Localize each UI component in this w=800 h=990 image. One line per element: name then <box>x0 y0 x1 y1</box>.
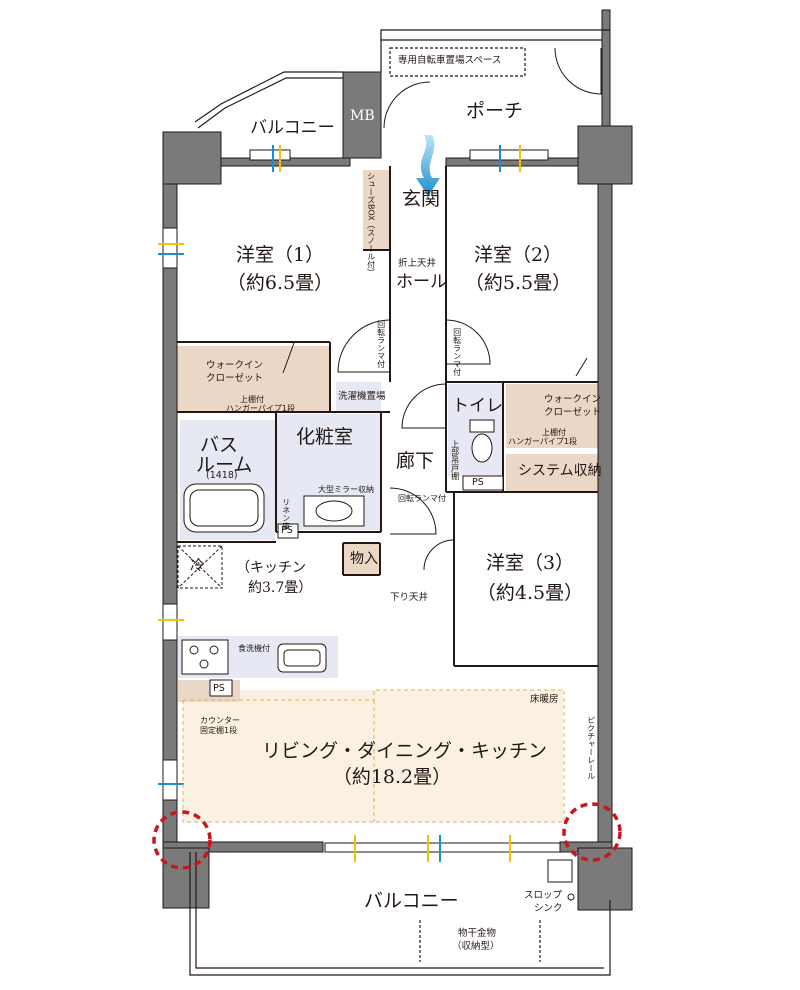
bedroom1-size: （約6.5畳） <box>226 272 334 294</box>
slop-sink-icon <box>547 859 575 901</box>
washer-area <box>336 382 381 412</box>
system-storage-label: システム収納 <box>518 463 602 479</box>
walls <box>162 9 633 911</box>
highlight-circle-right <box>562 802 622 862</box>
ranma2-label: 回転ランマ付 <box>452 328 462 376</box>
wic2-note2: ハンガーパイプ1段 <box>508 437 578 446</box>
storage-area <box>343 543 380 575</box>
wic2-line1: ウォークイン <box>544 394 602 405</box>
mirror-storage-label: 大型ミラー収納 <box>318 485 374 494</box>
shoes-box-area <box>363 170 390 250</box>
interior-walls <box>177 166 598 667</box>
storage-label: 物入 <box>350 551 378 567</box>
fridge-outline <box>177 545 223 589</box>
bedroom2-size: （約5.5畳） <box>464 272 572 294</box>
kitchen-line2: 約3.7畳） <box>248 580 313 596</box>
wic2-line2: クローゼット <box>544 407 602 418</box>
powder-room-label: 化粧室 <box>296 426 354 448</box>
ranma3-label: 回転ランマ付 <box>398 494 446 503</box>
hall-label: ホール <box>396 272 447 292</box>
washer-label: 洗濯機置場 <box>338 391 386 402</box>
ps1-label: PS <box>281 525 293 536</box>
outdoor-outlines <box>189 29 611 976</box>
ldk-name: リビング・ダイニング・キッチン <box>262 740 548 762</box>
floor-heating-label: 床暖房 <box>530 694 559 705</box>
wic1-note2: ハンガーパイプ1段 <box>226 404 296 413</box>
mb-label: MB <box>350 108 375 124</box>
highlight-circle-left <box>152 810 212 870</box>
wic2-area <box>506 384 598 448</box>
corridor-label: 廊下 <box>396 450 435 472</box>
wic1-note1: 上棚付 <box>240 395 264 404</box>
hall-ceiling-label: 折上天井 <box>398 258 437 269</box>
vent-markers <box>158 145 521 862</box>
ps2-label: PS <box>472 477 484 488</box>
bath-size: (1418) <box>206 470 238 481</box>
bath-line1: バス <box>200 434 239 456</box>
windows <box>162 149 561 853</box>
wic1-line1: ウォークイン <box>206 360 264 371</box>
picture-rail-label: ピクチャーレール <box>586 716 596 780</box>
toilet-label: トイレ <box>452 396 503 416</box>
porch-label: ポーチ <box>466 100 524 122</box>
ranma1-label: 回転ランマ付 <box>376 320 386 368</box>
counter-line1: カウンター <box>200 716 240 725</box>
slop-sink-line1: スロップ <box>524 890 563 901</box>
counter-line2: 固定棚1段 <box>200 726 238 735</box>
drying-hardware-line2: （収納型） <box>452 941 500 952</box>
bathtub-icon <box>183 483 265 533</box>
down-ceiling-label: 下り天井 <box>390 592 429 603</box>
wic2-note1: 上棚付 <box>542 428 566 437</box>
ldk-size: （約18.2畳） <box>332 766 452 788</box>
fridge-label: 冷 <box>190 558 204 574</box>
bedroom3-size: （約4.5畳） <box>476 582 584 604</box>
drying-hardware-line1: 物干金物 <box>458 928 497 939</box>
kitchen-line1: （キッチン <box>236 560 306 576</box>
balcony-bottom-label: バルコニー <box>364 890 459 912</box>
bicycle-space-label: 専用自転車置場スペース <box>398 55 502 66</box>
toilet-shelf-label: 上部吊戸棚 <box>450 440 460 480</box>
system-storage-area <box>506 454 598 492</box>
ldk-floor <box>183 690 563 822</box>
slop-sink-line2: シンク <box>534 903 563 914</box>
bedroom1-name: 洋室（1） <box>235 244 325 266</box>
ps3-label: PS <box>213 683 225 694</box>
shoes-box-label: シューズBOX（スノール付） <box>366 172 376 277</box>
linen-label: リネン庫 <box>281 498 291 530</box>
entrance-arrow-icon <box>416 135 440 196</box>
stove-icon <box>181 639 229 675</box>
dishwasher-label: 食洗機付 <box>238 644 270 653</box>
doors <box>282 47 602 571</box>
bedroom2-name: 洋室（2） <box>473 244 563 266</box>
balcony-top-label: バルコニー <box>250 118 335 138</box>
wic1-line2: クローゼット <box>206 373 264 384</box>
kitchen-sink-icon <box>277 643 327 673</box>
entrance-label: 玄関 <box>402 188 441 210</box>
bedroom3-name: 洋室（3） <box>485 552 575 574</box>
washbasin-icon <box>303 495 365 527</box>
wic1-area <box>177 346 330 412</box>
ps-boxes <box>209 475 504 697</box>
toilet-icon <box>469 419 495 463</box>
floor-heating-outline <box>182 689 565 823</box>
bath-line2: ルーム <box>196 454 253 476</box>
